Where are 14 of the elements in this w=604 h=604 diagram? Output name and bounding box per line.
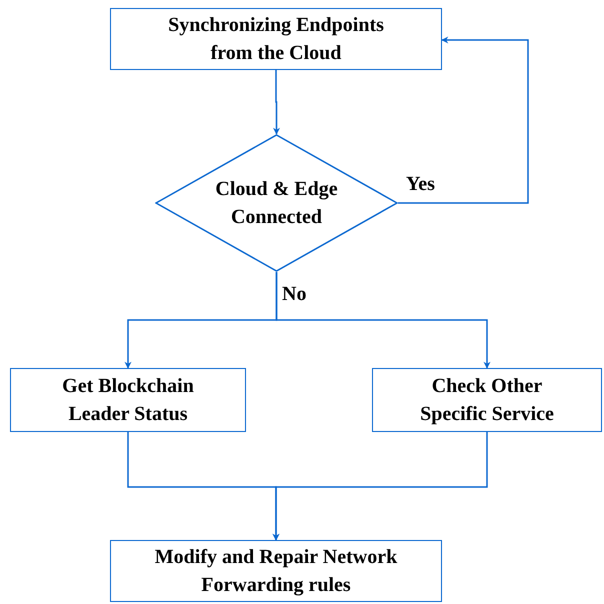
node-text: Get Blockchain Leader Status <box>61 374 195 427</box>
node-text: Modify and Repair Network Forwarding rules <box>154 545 398 598</box>
decision-diamond <box>155 134 398 272</box>
process-box <box>10 368 246 432</box>
node-text: Synchronizing Endpoints from the Cloud <box>167 13 385 66</box>
node-text: Check Other Specific Service <box>419 374 555 427</box>
arrow <box>272 432 488 541</box>
arrow <box>276 272 490 369</box>
arrow <box>398 36 529 204</box>
node-text: Cloud & Edge Connected <box>214 177 339 230</box>
process-box <box>110 540 442 602</box>
arrow <box>273 70 280 135</box>
process-box <box>372 368 602 432</box>
process-box <box>110 8 442 70</box>
